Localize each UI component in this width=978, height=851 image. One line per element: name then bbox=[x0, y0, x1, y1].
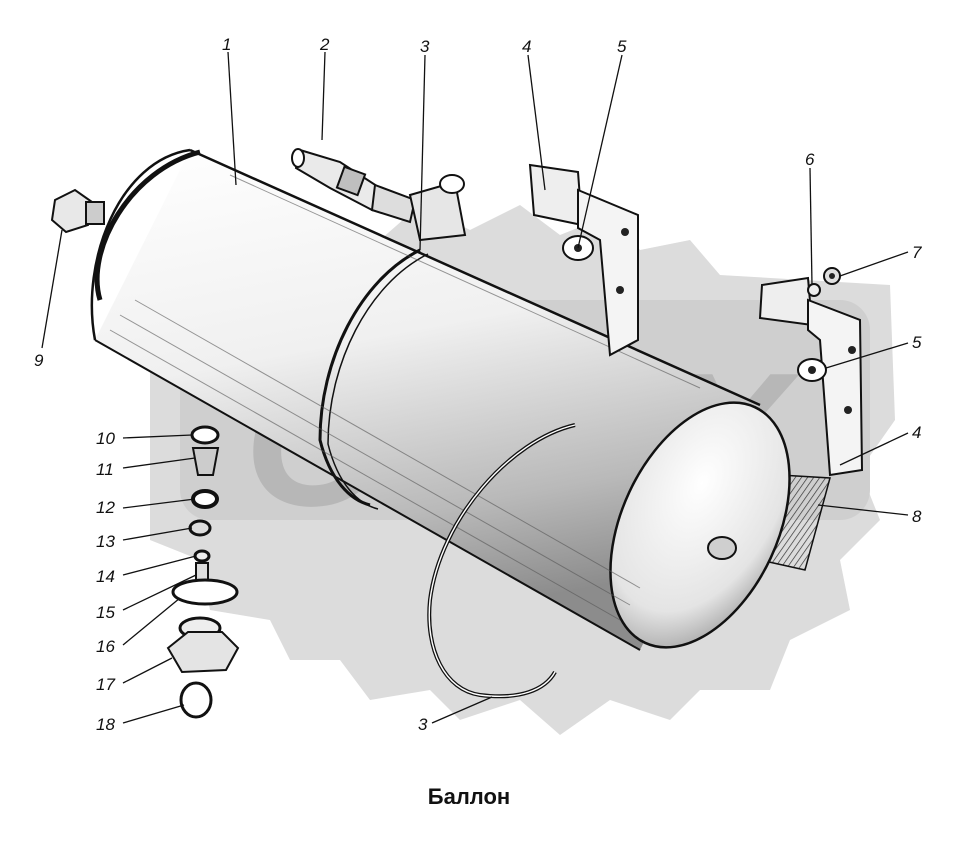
tee-fitting bbox=[291, 148, 467, 242]
drain-valve-parts bbox=[166, 425, 240, 719]
spring-14 bbox=[193, 549, 211, 563]
figure-caption: Баллон bbox=[427, 784, 511, 809]
stem-15 bbox=[195, 562, 209, 582]
callout-18: 18 bbox=[96, 715, 115, 734]
body-17 bbox=[166, 631, 240, 674]
callout-5-top: 5 bbox=[617, 37, 627, 56]
leader-lines bbox=[41, 51, 909, 724]
end-plug bbox=[50, 188, 105, 234]
tank-end-cap bbox=[609, 401, 791, 649]
washer-12 bbox=[191, 489, 219, 509]
callout-4-top: 4 bbox=[522, 37, 531, 56]
callout-8: 8 bbox=[912, 507, 922, 526]
callout-10: 10 bbox=[96, 429, 115, 448]
seal-13 bbox=[188, 519, 212, 537]
callout-17: 17 bbox=[96, 675, 115, 694]
callout-labels: 1 2 3 4 5 6 7 5 4 8 9 10 11 12 13 14 15 … bbox=[34, 35, 922, 734]
callout-11: 11 bbox=[96, 460, 114, 479]
air-tank bbox=[90, 148, 791, 651]
callout-9: 9 bbox=[34, 351, 44, 370]
callout-3-bottom: 3 bbox=[418, 715, 428, 734]
callout-16: 16 bbox=[96, 637, 115, 656]
callout-4-right: 4 bbox=[912, 423, 921, 442]
valve-11 bbox=[191, 447, 220, 476]
callout-5-right: 5 bbox=[912, 333, 922, 352]
callout-2: 2 bbox=[319, 35, 330, 54]
bracket-right bbox=[758, 276, 864, 477]
callout-13: 13 bbox=[96, 532, 115, 551]
callout-15: 15 bbox=[96, 603, 115, 622]
ring-10 bbox=[190, 425, 220, 445]
callout-12: 12 bbox=[96, 498, 115, 517]
callout-3-top: 3 bbox=[420, 37, 430, 56]
callout-14: 14 bbox=[96, 567, 115, 586]
callout-6: 6 bbox=[805, 150, 815, 169]
drain-port bbox=[707, 536, 737, 560]
callout-7: 7 bbox=[912, 243, 922, 262]
gasket-16 bbox=[171, 578, 239, 606]
callout-1: 1 bbox=[222, 35, 231, 54]
washer-6 bbox=[807, 283, 821, 297]
ring-18 bbox=[179, 681, 213, 719]
